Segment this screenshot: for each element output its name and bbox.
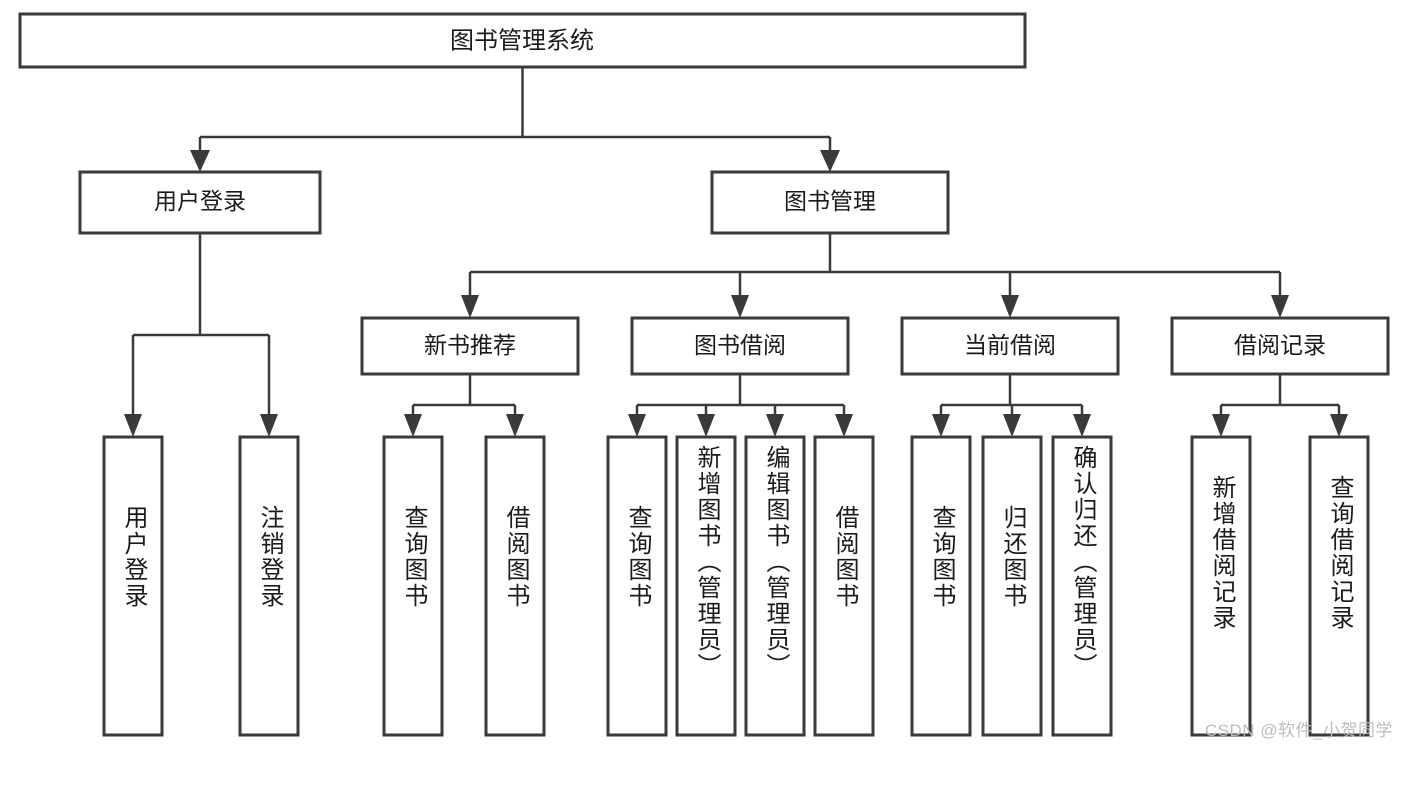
- connector-current-borrow-to-leaves: [932, 374, 1091, 437]
- node-borrow-record-label: 借阅记录: [1234, 332, 1326, 358]
- flowchart-diagram: 图书管理系统 用户登录 图书管理 新书推荐 图书借阅 当前借阅 借阅记录: [18, 12, 1393, 740]
- node-root-system[interactable]: 图书管理系统: [18, 12, 1027, 69]
- arrow-head-leaf-user-logout: [260, 414, 278, 437]
- node-book-borrow-box: [630, 316, 850, 376]
- arrow-head-book-management: [820, 150, 840, 172]
- node-current-borrow-label: 当前借阅: [964, 332, 1056, 358]
- node-leaf-add-book-box[interactable]: [675, 435, 737, 737]
- arrow-head-current-borrow: [1001, 295, 1019, 318]
- arrow-head-user-login: [190, 150, 210, 172]
- node-user-login[interactable]: 用户登录: [78, 170, 322, 235]
- flowchart-canvas: 图书管理系统 用户登录 图书管理 新书推荐 图书借阅 当前借阅 借阅记录: [18, 12, 1390, 737]
- arrow-head-borrow-record: [1271, 295, 1289, 318]
- connector-book-management-to-level3: [461, 233, 1289, 318]
- connector-borrow-record-to-leaves: [1212, 374, 1348, 437]
- node-leaf-query-book-1-box[interactable]: [382, 435, 444, 737]
- node-root-system-label: 图书管理系统: [450, 27, 594, 54]
- arrow-head-leaf-add-book: [697, 414, 715, 437]
- node-book-management[interactable]: 图书管理: [710, 170, 950, 235]
- arrow-head-leaf-query-book-1: [404, 414, 422, 437]
- node-book-management-label: 图书管理: [784, 188, 876, 214]
- node-new-book-recommend[interactable]: 新书推荐: [360, 316, 580, 376]
- connector-new-book-recommend-to-leaves: [404, 374, 524, 437]
- node-leaf-user-login-box[interactable]: [102, 435, 164, 737]
- arrow-head-leaf-query-book-3: [932, 414, 950, 437]
- node-leaf-borrow-book-1-box[interactable]: [484, 435, 546, 737]
- node-leaf-query-record-box[interactable]: [1308, 435, 1370, 737]
- node-leaf-confirm-return-box[interactable]: [1051, 435, 1113, 737]
- leaf-boxes: [102, 435, 1370, 737]
- arrow-head-leaf-edit-book: [766, 414, 784, 437]
- node-user-login-box: [78, 170, 322, 235]
- node-new-book-recommend-label: 新书推荐: [424, 332, 516, 358]
- arrow-head-book-borrow: [731, 295, 749, 318]
- node-borrow-record[interactable]: 借阅记录: [1170, 316, 1390, 376]
- node-leaf-return-book-box[interactable]: [981, 435, 1043, 737]
- node-leaf-user-logout-box[interactable]: [238, 435, 300, 737]
- node-root-system-box: [18, 12, 1027, 69]
- node-new-book-recommend-box: [360, 316, 580, 376]
- arrow-head-leaf-query-book-2: [628, 414, 646, 437]
- arrow-head-leaf-add-record: [1212, 414, 1230, 437]
- arrow-head-leaf-user-login: [124, 414, 142, 437]
- arrow-head-leaf-borrow-book-1: [506, 414, 524, 437]
- node-leaf-borrow-book-2-box[interactable]: [813, 435, 875, 737]
- node-leaf-query-book-2-box[interactable]: [606, 435, 668, 737]
- arrow-head-leaf-return-book: [1003, 414, 1021, 437]
- node-leaf-query-book-3-box[interactable]: [910, 435, 972, 737]
- node-borrow-record-box: [1170, 316, 1390, 376]
- node-current-borrow-box: [900, 316, 1120, 376]
- connector-user-login-to-leaves: [124, 233, 278, 437]
- node-user-login-label: 用户登录: [154, 188, 246, 214]
- node-book-borrow-label: 图书借阅: [694, 332, 786, 358]
- arrow-head-new-book-recommend: [461, 295, 479, 318]
- arrow-head-leaf-query-record: [1330, 414, 1348, 437]
- node-current-borrow[interactable]: 当前借阅: [900, 316, 1120, 376]
- node-leaf-add-record-box[interactable]: [1190, 435, 1252, 737]
- csdn-watermark: CSDN @软件_小贺同学: [1204, 721, 1393, 740]
- node-leaf-edit-book-box[interactable]: [744, 435, 806, 737]
- connector-root-to-level2: [190, 67, 840, 172]
- arrow-head-leaf-borrow-book-2: [835, 414, 853, 437]
- node-book-borrow[interactable]: 图书借阅: [630, 316, 850, 376]
- connector-book-borrow-to-leaves: [628, 374, 853, 437]
- node-book-management-box: [710, 170, 950, 235]
- arrow-head-leaf-confirm-return: [1073, 414, 1091, 437]
